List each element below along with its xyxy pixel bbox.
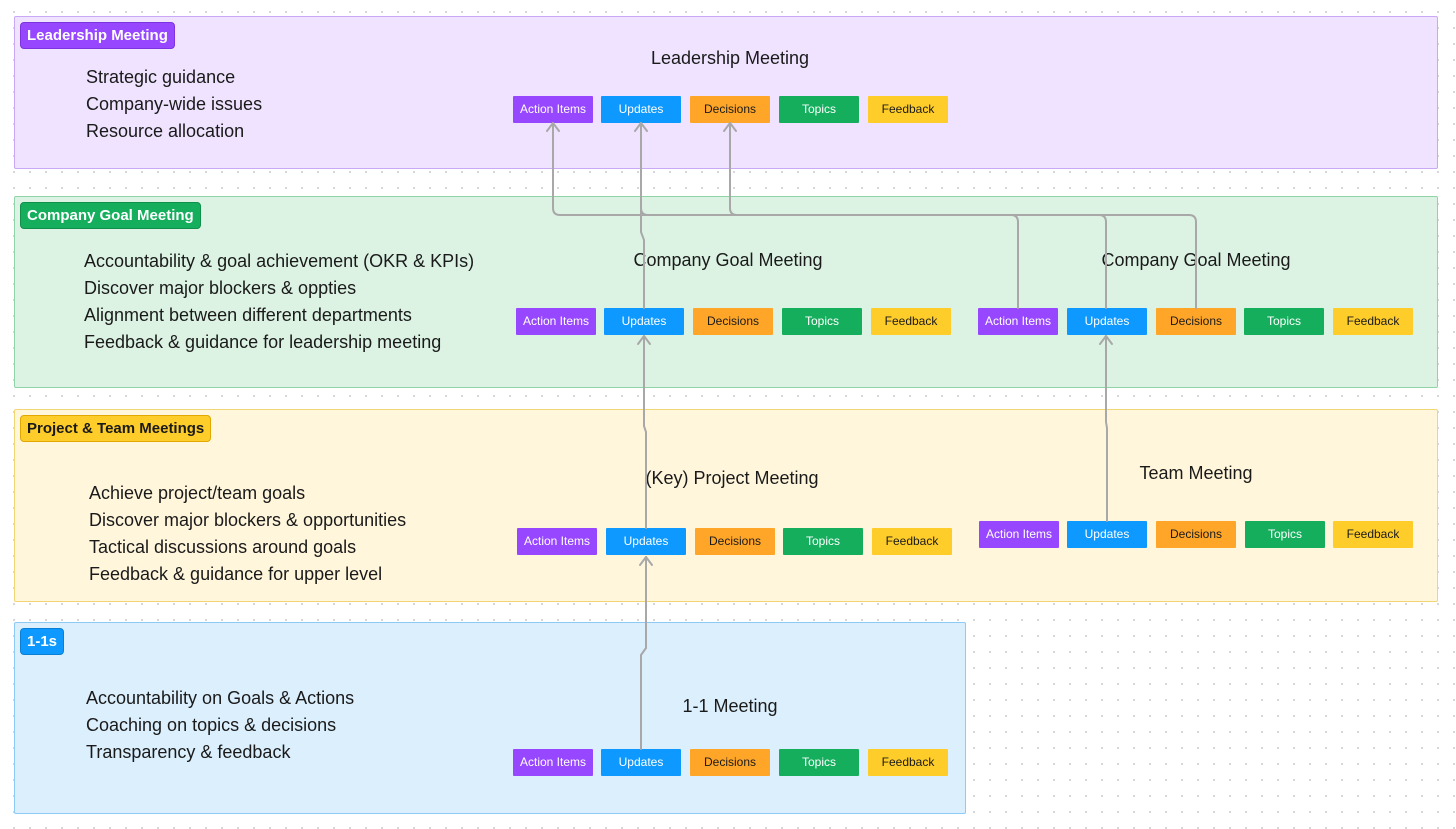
leadership-meeting-title: Leadership Meeting [650, 48, 810, 68]
team-updates-chip[interactable]: Updates [1067, 521, 1147, 548]
leadership-bullets: Strategic guidance Company-wide issues R… [86, 64, 262, 145]
bullet-item: Accountability & goal achievement (OKR &… [84, 251, 475, 271]
bullet-item: Resource allocation [86, 121, 245, 141]
bullet-item: Company-wide issues [86, 94, 263, 114]
project-topics-chip[interactable]: Topics [783, 528, 863, 555]
bullet-item: Discover major blockers & opportunities [89, 510, 407, 530]
project-updates-chip[interactable]: Updates [606, 528, 686, 555]
leadership-topics-chip[interactable]: Topics [779, 96, 859, 123]
leadership-tag: Leadership Meeting [20, 22, 175, 49]
project-decisions-chip[interactable]: Decisions [695, 528, 775, 555]
team-decisions-chip[interactable]: Decisions [1156, 521, 1236, 548]
bullet-item: Discover major blockers & oppties [84, 278, 357, 298]
company-b-action-items-chip[interactable]: Action Items [978, 308, 1058, 335]
bullet-item: Strategic guidance [86, 67, 236, 87]
company-a-action-items-chip[interactable]: Action Items [516, 308, 596, 335]
project-team-section: Project & Team Meetings [14, 409, 1438, 602]
bullet-item: Alignment between different departments [84, 305, 412, 325]
project-team-bullets: Achieve project/team goals Discover majo… [89, 480, 406, 588]
company-b-decisions-chip[interactable]: Decisions [1156, 308, 1236, 335]
one-on-one-bullets: Accountability on Goals & Actions Coachi… [86, 685, 354, 766]
one-on-one-meeting-title: 1-1 Meeting [682, 696, 778, 716]
one-on-one-tag: 1-1s [20, 628, 65, 655]
leadership-action-items-chip[interactable]: Action Items [513, 96, 593, 123]
project-team-tag: Project & Team Meetings [20, 415, 212, 442]
company-b-updates-chip[interactable]: Updates [1067, 308, 1147, 335]
company-goal-tag: Company Goal Meeting [20, 202, 201, 229]
project-action-items-chip[interactable]: Action Items [517, 528, 597, 555]
company-b-topics-chip[interactable]: Topics [1244, 308, 1324, 335]
company-a-topics-chip[interactable]: Topics [782, 308, 862, 335]
one-on-one-action-items-chip[interactable]: Action Items [513, 749, 593, 776]
company-b-feedback-chip[interactable]: Feedback [1333, 308, 1413, 335]
one-on-one-feedback-chip[interactable]: Feedback [868, 749, 948, 776]
team-meeting-title: Team Meeting [1139, 463, 1253, 483]
company-a-updates-chip[interactable]: Updates [604, 308, 684, 335]
bullet-item: Accountability on Goals & Actions [86, 688, 355, 708]
company-goal-meeting-b-title: Company Goal Meeting [1101, 250, 1291, 270]
company-a-feedback-chip[interactable]: Feedback [871, 308, 951, 335]
one-on-one-section: 1-1s [14, 622, 966, 814]
team-action-items-chip[interactable]: Action Items [979, 521, 1059, 548]
bullet-item: Transparency & feedback [86, 742, 291, 762]
leadership-decisions-chip[interactable]: Decisions [690, 96, 770, 123]
leadership-updates-chip[interactable]: Updates [601, 96, 681, 123]
one-on-one-topics-chip[interactable]: Topics [779, 749, 859, 776]
company-goal-bullets: Accountability & goal achievement (OKR &… [84, 248, 474, 356]
company-goal-meeting-a-title: Company Goal Meeting [633, 250, 823, 270]
one-on-one-updates-chip[interactable]: Updates [601, 749, 681, 776]
project-feedback-chip[interactable]: Feedback [872, 528, 952, 555]
bullet-item: Feedback & guidance for leadership meeti… [84, 332, 442, 352]
team-topics-chip[interactable]: Topics [1245, 521, 1325, 548]
project-meeting-title: (Key) Project Meeting [645, 468, 819, 488]
company-a-decisions-chip[interactable]: Decisions [693, 308, 773, 335]
leadership-feedback-chip[interactable]: Feedback [868, 96, 948, 123]
bullet-item: Tactical discussions around goals [89, 537, 357, 557]
one-on-one-decisions-chip[interactable]: Decisions [690, 749, 770, 776]
bullet-item: Coaching on topics & decisions [86, 715, 337, 735]
bullet-item: Achieve project/team goals [89, 483, 306, 503]
team-feedback-chip[interactable]: Feedback [1333, 521, 1413, 548]
bullet-item: Feedback & guidance for upper level [89, 564, 383, 584]
